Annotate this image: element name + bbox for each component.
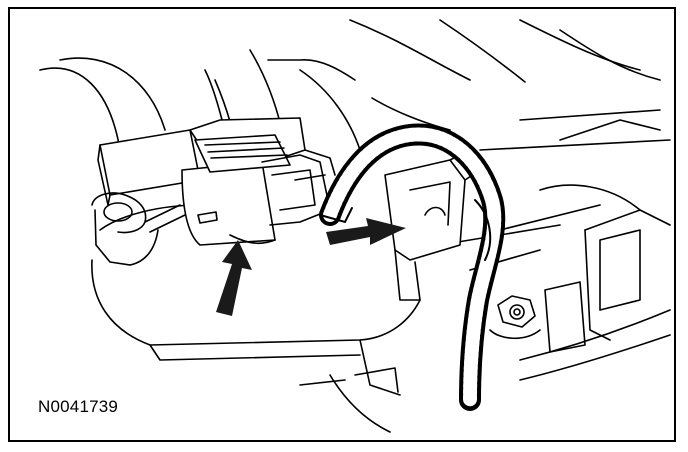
electrical-connector [91,117,336,266]
right-bracket [469,109,671,381]
figure-id-label: N0041739 [38,397,119,416]
arrow-icon [326,218,406,245]
corrugated-wire-harness [319,123,506,411]
hex-nut-icon [489,295,541,340]
harness-bracket [384,149,481,301]
arrow-icon [216,240,252,316]
figure-border [8,7,676,442]
